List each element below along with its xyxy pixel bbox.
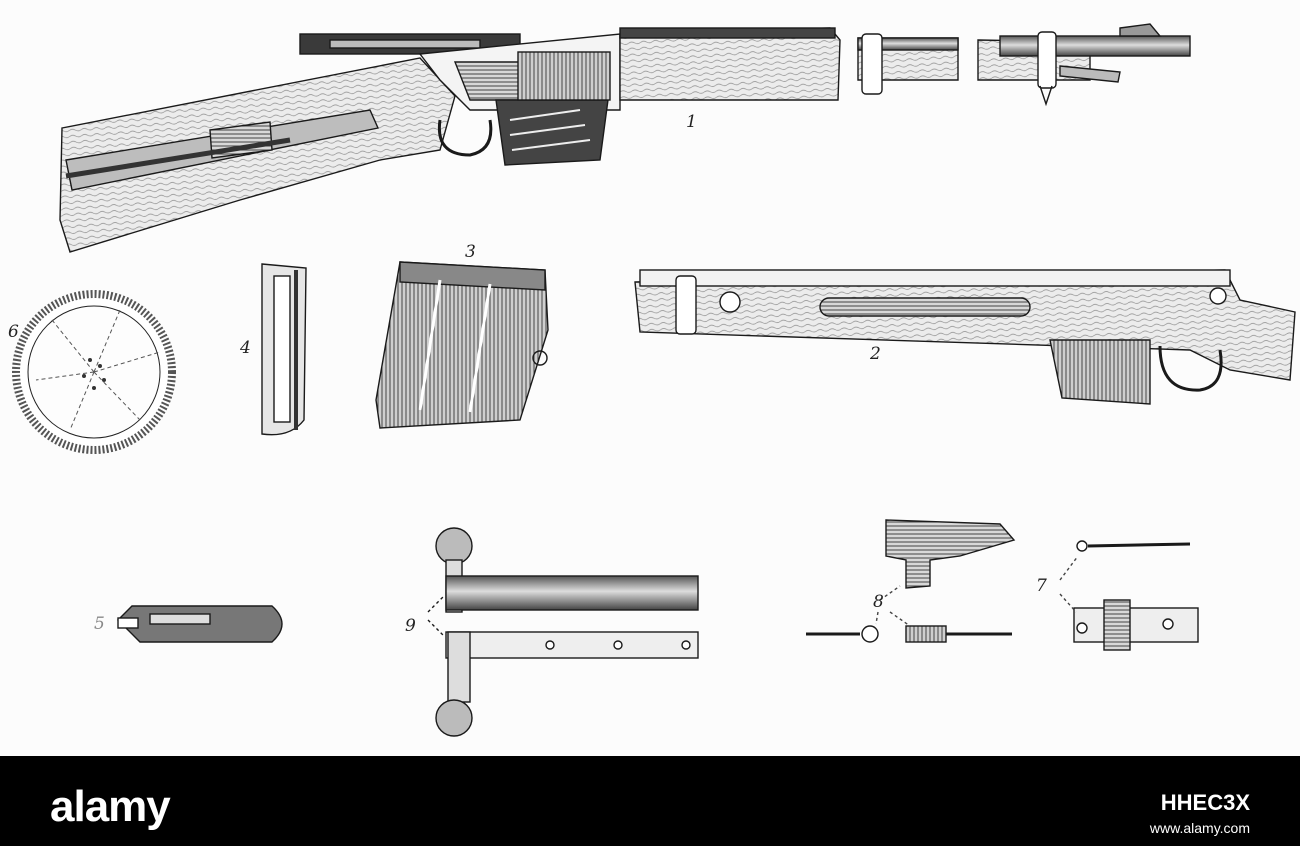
figure-8-sear-parts [806, 519, 1016, 643]
alamy-logo: alamy [50, 782, 171, 831]
figure-4-clip [261, 263, 307, 436]
figure-label-6: 6 [8, 322, 19, 342]
figure-label-5: 5 [94, 614, 105, 634]
figure-label-4: 4 [240, 338, 251, 358]
image-id-text: HHEC3X [1160, 790, 1250, 815]
figure-label-2: 2 [870, 344, 881, 364]
watermark-bar: alamy HHEC3X www.alamy.com [0, 756, 1300, 846]
figure-5-bolt-head [117, 605, 283, 643]
figure-3-magazine [375, 261, 549, 429]
figure-6-disc-diagram [12, 290, 176, 454]
rifle-engraving [12, 23, 1296, 737]
figure-7-extractor-parts [1059, 540, 1199, 651]
figure-label-1: 1 [686, 112, 697, 132]
figure-9-bolt [427, 527, 699, 737]
figure-1-sectioned-rifle [59, 23, 1191, 253]
watermark-url: www.alamy.com [1149, 820, 1250, 836]
figure-2-rifle-side [634, 269, 1296, 405]
figure-label-8: 8 [873, 592, 884, 612]
figure-label-3: 3 [465, 242, 476, 262]
engraving-plate: 1 2 3 4 5 6 7 8 9 [8, 23, 1296, 737]
figure-label-7: 7 [1036, 576, 1047, 596]
figure-label-9: 9 [405, 616, 416, 636]
